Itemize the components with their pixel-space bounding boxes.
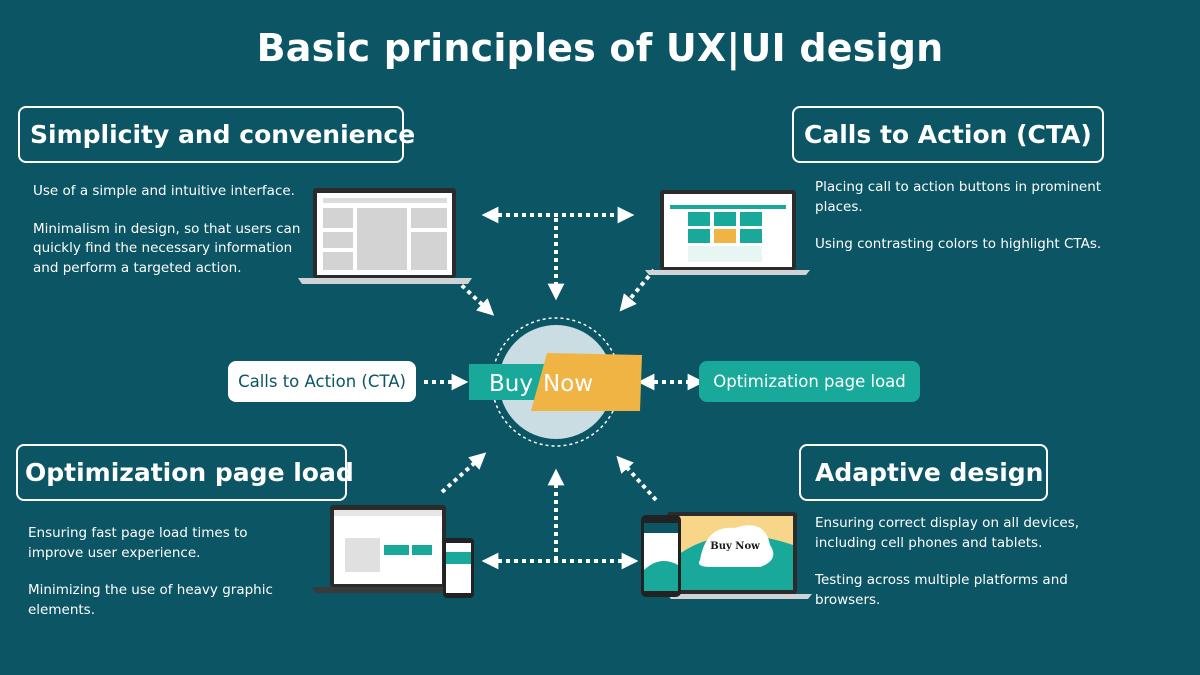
buy-text: Buy xyxy=(489,371,533,397)
text-optimization: Ensuring fast page load times to improve… xyxy=(28,524,283,638)
laptop-phone-optimization-icon xyxy=(312,505,474,598)
arrow-laptop1 xyxy=(454,278,495,316)
heading-cta: Calls to Action (CTA) xyxy=(792,106,1104,163)
laptop-phone-adaptive-icon: Buy Now xyxy=(641,512,812,599)
pill-optimization-label: Optimization page load xyxy=(713,372,906,391)
text-simplicity: Use of a simple and intuitive interface.… xyxy=(33,182,308,296)
paragraph: Ensuring correct display on all devices,… xyxy=(815,515,1080,551)
paragraph: Placing call to action buttons in promin… xyxy=(815,179,1102,215)
text-cta: Placing call to action buttons in promin… xyxy=(815,178,1115,273)
heading-simplicity-label: Simplicity and convenience xyxy=(30,120,416,149)
mockup-buy-label: Buy xyxy=(710,541,733,552)
paragraph: Using contrasting colors to highlight CT… xyxy=(815,236,1102,252)
laptop-cta-icon xyxy=(645,190,810,275)
mockup-now-label: Now xyxy=(735,541,760,552)
arrow-laptop2 xyxy=(619,268,656,312)
paragraph: Minimalism in design, so that users can … xyxy=(33,220,301,276)
arrow-bottom-right xyxy=(616,455,658,502)
heading-simplicity: Simplicity and convenience xyxy=(18,106,415,163)
laptop-wireframe-icon xyxy=(298,188,472,284)
text-adaptive: Ensuring correct display on all devices,… xyxy=(815,514,1100,628)
buy-now-graphic: Buy Now xyxy=(469,353,642,411)
pill-optimization: Optimization page load xyxy=(699,361,920,402)
pill-calls-to-action: Calls to Action (CTA) xyxy=(228,361,416,402)
svg-text:Buy Now: Buy Now xyxy=(710,541,760,552)
pill-calls-to-action-label: Calls to Action (CTA) xyxy=(238,372,406,391)
heading-adaptive: Adaptive design xyxy=(799,444,1048,501)
heading-optimization: Optimization page load xyxy=(16,444,354,501)
heading-adaptive-label: Adaptive design xyxy=(815,458,1044,487)
now-text: Now xyxy=(543,371,593,397)
heading-optimization-label: Optimization page load xyxy=(25,458,354,487)
paragraph: Ensuring fast page load times to improve… xyxy=(28,525,248,561)
page-title: Basic principles of UX|UI design xyxy=(256,26,944,70)
heading-cta-label: Calls to Action (CTA) xyxy=(804,120,1092,149)
paragraph: Use of a simple and intuitive interface. xyxy=(33,183,295,199)
arrow-bottom-left xyxy=(440,452,487,494)
paragraph: Testing across multiple platforms and br… xyxy=(815,572,1068,608)
paragraph: Minimizing the use of heavy graphic elem… xyxy=(28,582,273,618)
